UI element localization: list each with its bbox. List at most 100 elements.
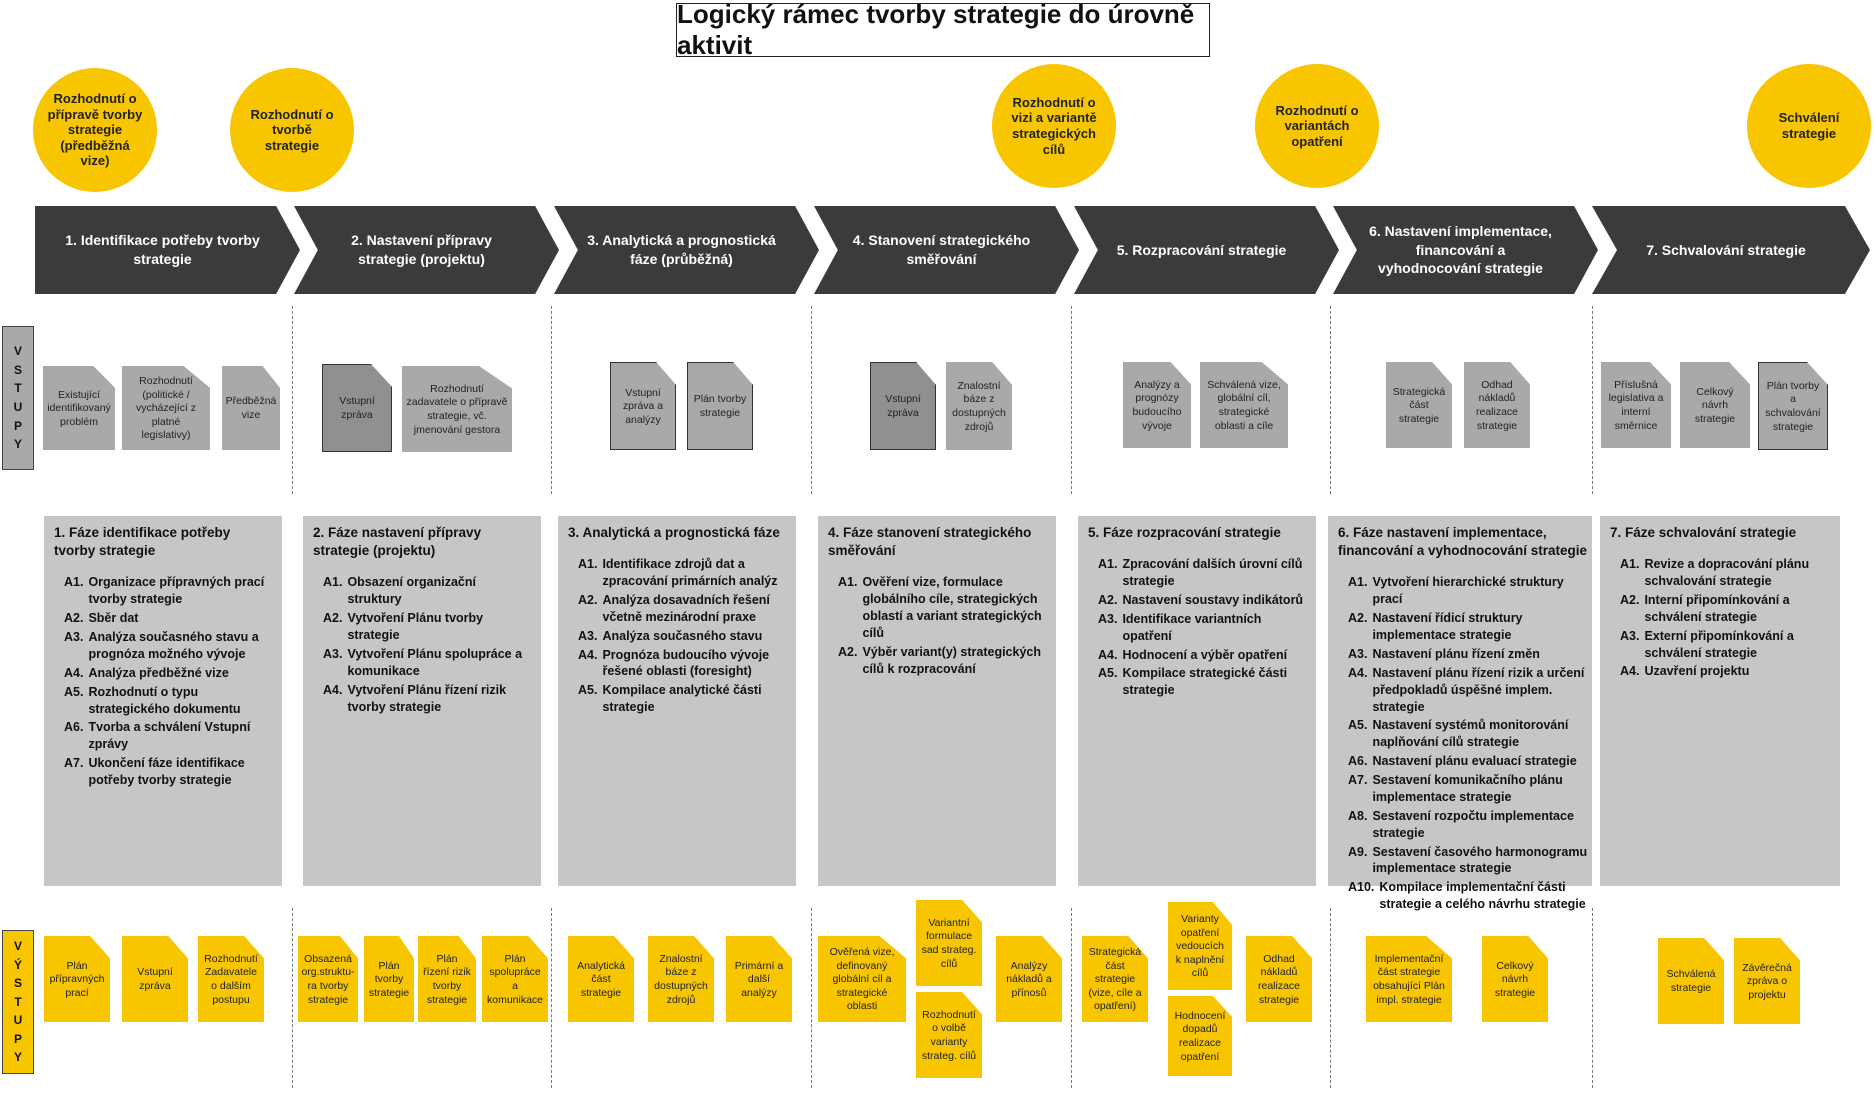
decision-label: Rozhodnutí o přípravě tvorby strategie (… — [47, 91, 143, 169]
input-document: Plán tvorby a schvalování strategie — [1758, 362, 1828, 450]
document-label: Schválená vize, globální cíl, strategick… — [1207, 378, 1281, 432]
activity-number: A10. — [1348, 880, 1375, 895]
column-divider — [1330, 908, 1331, 1088]
document-label: Plán tvorby strategie — [368, 959, 410, 999]
activity-number: A5. — [578, 683, 598, 698]
document-label: Variantní formulace sad strateg. cílů — [921, 916, 977, 970]
activity-text: Vytvoření hierarchické struktury prací — [1372, 575, 1564, 607]
document-label: Odhad nákladů realizace strategie — [1475, 378, 1519, 432]
phase-description: 7. Fáze schvalování strategie A1.Revize … — [1600, 516, 1840, 886]
document-label: Znalostní báze z dostupných zdrojů — [952, 379, 1006, 433]
phase-description: 3. Analytická a prognostická fáze A1.Ide… — [558, 516, 796, 886]
phase-description: 6. Fáze nastavení implementace, financov… — [1328, 516, 1592, 911]
document-label: Analýzy nákladů a přínosů — [1006, 959, 1052, 999]
activity-text: Sestavení komunikačního plánu implementa… — [1372, 773, 1563, 804]
activity-number: A1. — [1348, 575, 1368, 590]
activity-number: A9. — [1348, 844, 1368, 859]
activity-item: A1.Obsazení organizační struktury — [323, 574, 533, 608]
document-label: Vstupní zpráva a analýzy — [622, 386, 664, 426]
activity-number: A7. — [64, 756, 84, 771]
activity-item: A10. Kompilace implementační části strate… — [1348, 879, 1588, 913]
phase-label: 5. Rozpracování strategie — [1116, 241, 1287, 258]
phase-chevron-2: 2. Nastavení přípravy strategie (projekt… — [294, 206, 559, 294]
activity-text: Prognóza budoucího vývoje řešené oblasti… — [602, 647, 770, 679]
document-label: Rozhodnutí o volbě varianty strateg. cíl… — [921, 1008, 977, 1062]
output-document: Plán spolupráce a komunikace — [482, 936, 548, 1022]
column-divider — [1592, 908, 1593, 1088]
activity-item: A9.Sestavení časového harmonogramu imple… — [1348, 844, 1588, 878]
column-divider — [1071, 306, 1072, 494]
activity-number: A1. — [64, 575, 84, 590]
output-document: Implementační část strategie obsahující … — [1366, 936, 1452, 1022]
output-document: Primární a další analýzy — [726, 936, 792, 1022]
activity-item: A1.Ověření vize, formulace globálního cí… — [838, 574, 1048, 642]
activity-item: A1. Vytvoření hierarchické struktury prac… — [1348, 574, 1588, 608]
document-label: Hodnocení dopadů realizace opatření — [1174, 1009, 1226, 1063]
output-document: Analýzy nákladů a přínosů — [996, 936, 1062, 1022]
input-document: Vstupní zpráva a analýzy — [610, 362, 676, 450]
activity-item: A4.Uzavření projektu — [1620, 663, 1832, 680]
side-label-letter: S — [13, 976, 22, 991]
description-title: 5. Fáze rozpracování strategie — [1088, 525, 1281, 540]
output-document: Varianty opatření vedoucích k naplnění c… — [1168, 902, 1232, 990]
side-label-letter: Ý — [13, 957, 22, 972]
activity-text: Kompilace implementační části strategie … — [1379, 880, 1586, 912]
phase-chevron-4: 4. Stanovení strategického směřování — [814, 206, 1079, 294]
activity-text: Interní připomínkování a schválení strat… — [1644, 592, 1790, 624]
activity-text: Identifikace zdrojů dat a zpracování pri… — [602, 557, 778, 589]
document-label: Ověřená vize, definovaný globální cíl a … — [829, 945, 895, 1013]
activity-text: Sběr dat — [88, 611, 139, 626]
activity-text: Nastavení plánu řízení rizik a určení př… — [1372, 665, 1585, 714]
activity-item: A3.Externí připomínkování a schválení st… — [1620, 628, 1832, 662]
activity-text: Hodnocení a výběr opatření — [1122, 647, 1288, 662]
activity-text: Analýza dosavadních řešení včetně meziná… — [602, 592, 770, 624]
phase-chevron-7: 7. Schvalování strategie — [1592, 206, 1870, 294]
activity-number: A4. — [1098, 647, 1118, 662]
document-label: Vstupní zpráva — [339, 395, 375, 421]
activity-text: Zpracování dalších úrovní cílů strategie — [1122, 557, 1303, 589]
activity-number: A3. — [578, 628, 598, 643]
document-label: Obsazená org.struktu-ra tvorby strategie — [301, 952, 355, 1006]
activity-item: A2.Nastavení řídicí struktury implementa… — [1348, 610, 1588, 644]
phase-label: 3. Analytická a prognostická fáze (průbě… — [587, 232, 776, 267]
activity-number: A1. — [838, 575, 858, 590]
activity-list: A1.Zpracování dalších úrovní cílů strate… — [1088, 556, 1308, 699]
activity-text: Uzavření projektu — [1644, 664, 1750, 679]
activity-text: Nastavení řídicí struktury implementace … — [1372, 611, 1523, 643]
column-divider — [1330, 306, 1331, 494]
phase-chevron-5: 5. Rozpracování strategie — [1074, 206, 1339, 294]
input-document: Rozhodnutí (politické / vycházející z pl… — [122, 366, 210, 450]
activity-text: Identifikace variantních opatření — [1122, 611, 1262, 643]
column-divider — [551, 908, 552, 1088]
activity-number: A3. — [1348, 646, 1368, 661]
activity-number: A1. — [1620, 557, 1640, 572]
activity-text: Vytvoření Plánu spolupráce a komunikace — [347, 646, 523, 678]
activity-number: A2. — [1098, 592, 1118, 607]
output-document: Vstupní zpráva — [122, 936, 188, 1022]
activity-number: A7. — [1348, 773, 1368, 788]
document-label: Rozhodnutí (politické / vycházející z pl… — [135, 374, 197, 442]
document-label: Implementační část strategie obsahující … — [1373, 952, 1445, 1006]
activity-number: A6. — [64, 720, 84, 735]
activity-list: A1. Vytvoření hierarchické struktury prac… — [1338, 574, 1588, 913]
activity-list: A1.Identifikace zdrojů dat a zpracování … — [568, 556, 788, 716]
output-document: Plán tvorby strategie — [364, 936, 414, 1022]
activity-number: A8. — [1348, 808, 1368, 823]
activity-number: A4. — [323, 682, 343, 697]
activity-item: A2.Výběr variant(y) strategických cílů k… — [838, 644, 1048, 678]
activity-number: A5. — [1098, 666, 1118, 681]
phase-description: 5. Fáze rozpracování strategie A1.Zpraco… — [1078, 516, 1316, 886]
input-document: Odhad nákladů realizace strategie — [1464, 362, 1530, 448]
side-label-letter: Y — [13, 437, 22, 452]
document-label: Analýzy a prognózy budoucího vývoje — [1132, 378, 1182, 432]
output-document: Plán přípravných prací — [44, 936, 110, 1022]
activity-number: A3. — [64, 630, 84, 645]
phase-description: 4. Fáze stanovení strategického směřován… — [818, 516, 1056, 886]
activity-text: Vytvoření Plánu tvorby strategie — [347, 611, 484, 643]
decision-circle: Rozhodnutí o přípravě tvorby strategie (… — [33, 68, 157, 192]
input-document: Strategická část strategie — [1386, 362, 1452, 448]
phase-label: 6. Nastavení implementace, financování a… — [1369, 222, 1552, 277]
